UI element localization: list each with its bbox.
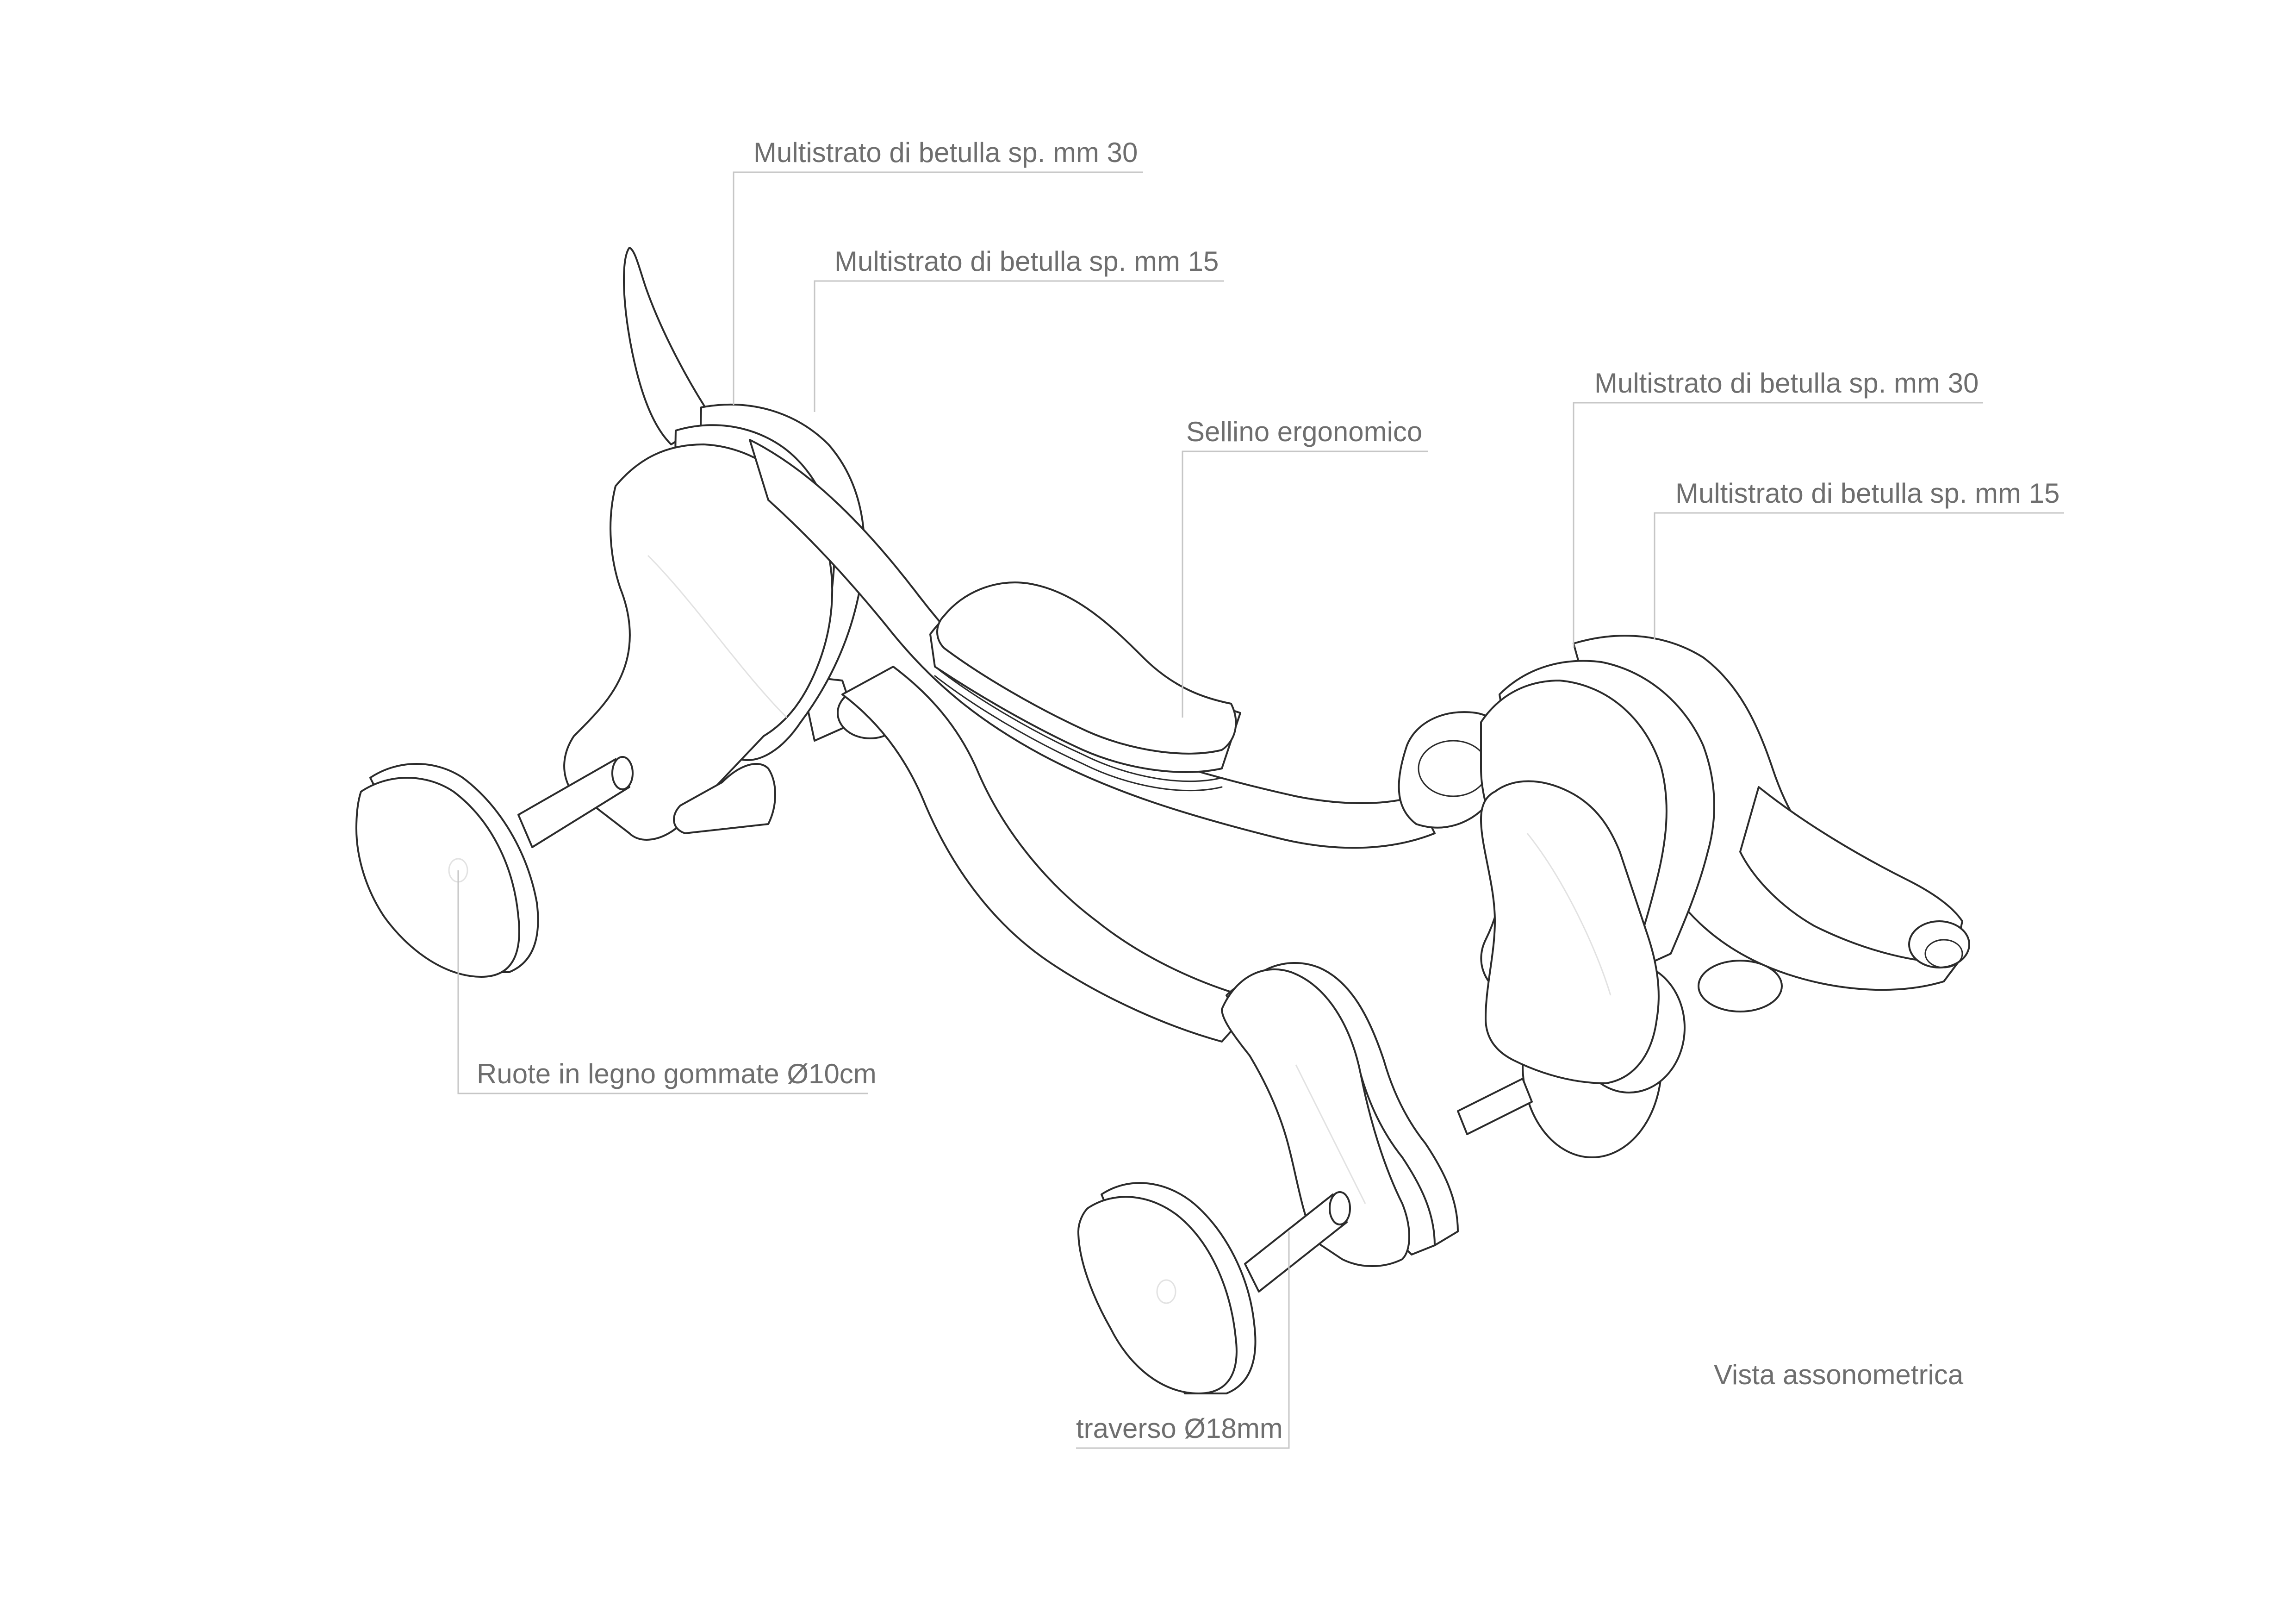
leader-body-layer-30 <box>733 171 1143 405</box>
label-body-layer-30: Multistrato di betulla sp. mm 30 <box>753 137 1138 168</box>
toy-drawing <box>355 247 1970 1394</box>
construction-lines <box>647 555 1612 1204</box>
label-head-layer-30: Multistrato di betulla sp. mm 30 <box>1594 368 1979 399</box>
label-body-layer-15: Multistrato di betulla sp. mm 15 <box>834 246 1219 277</box>
rear-near-wheel <box>355 763 539 978</box>
front-leg-block <box>1221 962 1459 1267</box>
rear-axle <box>517 756 634 848</box>
leader-axle <box>1076 1231 1290 1449</box>
label-wheels: Ruote in legno gommate Ø10cm <box>477 1058 877 1089</box>
rear-body-block <box>563 403 865 841</box>
body-belly <box>841 666 1260 1043</box>
leader-body-layer-15 <box>814 280 1224 412</box>
label-head-layer-15: Multistrato di betulla sp. mm 15 <box>1675 478 2060 509</box>
leader-head-layer-15 <box>1654 512 2064 639</box>
ear <box>1480 780 1660 1084</box>
callout-labels: Multistrato di betulla sp. mm 30 Multist… <box>477 137 2060 1444</box>
label-axle: traverso Ø18mm <box>1076 1413 1283 1444</box>
label-seat: Sellino ergonomico <box>1186 416 1422 447</box>
snout <box>1739 786 1970 968</box>
leader-seat <box>1182 450 1428 718</box>
front-axle <box>1244 1078 1533 1293</box>
front-near-wheel <box>1077 1182 1257 1394</box>
tail <box>623 247 714 445</box>
view-title: Vista assonometrica <box>1714 1359 1964 1390</box>
leader-wheels <box>457 870 868 1094</box>
seat <box>929 581 1241 792</box>
leader-lines <box>457 171 2064 1449</box>
leader-head-layer-30 <box>1573 402 1983 648</box>
